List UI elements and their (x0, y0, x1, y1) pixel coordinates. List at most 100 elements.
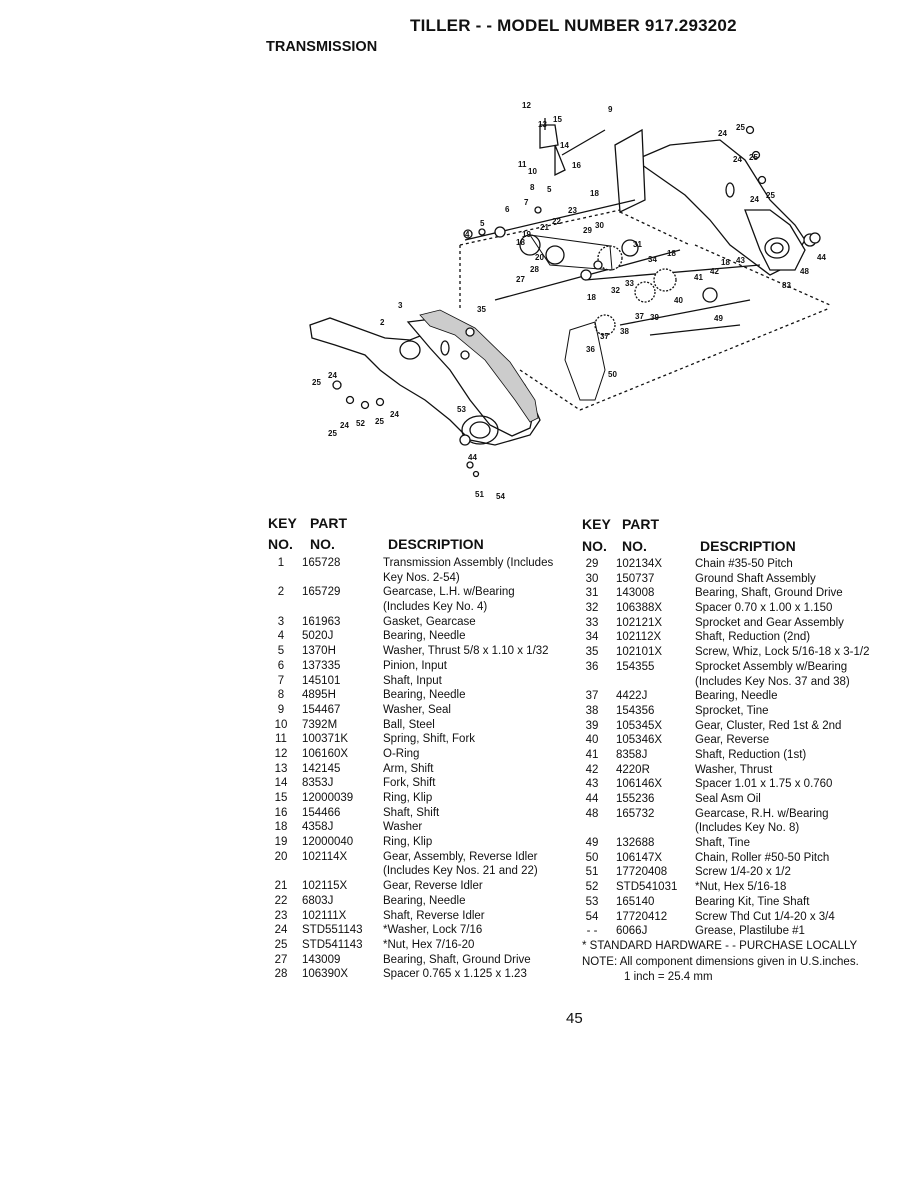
key-no: 43 (585, 778, 599, 791)
svg-text:23: 23 (568, 206, 577, 215)
part-no: 17720412 (616, 910, 668, 923)
svg-text:36: 36 (586, 345, 595, 354)
key-no: 33 (585, 616, 599, 629)
part-no: 165729 (302, 586, 341, 599)
part-description: Sprocket and Gear Assembly (695, 616, 844, 629)
part-description: Shaft, Shift (383, 806, 440, 819)
part-no: 155236 (616, 793, 655, 805)
right-no-header: NO. (582, 538, 607, 554)
key-no: 37 (585, 690, 599, 703)
part-no: 4422J (616, 690, 648, 703)
part-no: 4220R (616, 763, 650, 776)
part-description: Ground Shaft Assembly (695, 572, 816, 585)
part-description: *Nut, Hex 5/16-18 (695, 881, 787, 894)
svg-text:44: 44 (817, 253, 826, 262)
part-description: (Includes Key No. 4) (383, 601, 488, 614)
part-no: 6066J (616, 925, 648, 938)
part-description: O-Ring (383, 747, 420, 760)
key-no: 51 (585, 866, 599, 879)
key-no: 44 (585, 793, 599, 805)
left-no-header: NO. (268, 536, 293, 552)
key-no: 10 (274, 718, 288, 731)
part-no: 5020J (302, 630, 334, 643)
right-key-header: KEY (582, 516, 611, 532)
conversion-note: 1 inch = 25.4 mm (624, 971, 713, 983)
left-part-no-header: NO. (310, 536, 335, 552)
part-description: Shaft, Reduction (1st) (695, 748, 807, 761)
part-no: 143009 (302, 953, 341, 966)
right-description-header: DESCRIPTION (700, 538, 796, 554)
svg-text:29: 29 (583, 226, 592, 235)
svg-text:25: 25 (766, 191, 775, 200)
part-description: Pinion, Input (383, 659, 447, 672)
part-description: Bearing, Shaft, Ground Drive (383, 953, 531, 966)
part-description: Washer (383, 821, 423, 834)
key-no: 49 (585, 837, 599, 850)
svg-text:39: 39 (650, 313, 659, 322)
svg-text:33: 33 (625, 279, 634, 288)
part-no: 165140 (616, 895, 655, 908)
key-no: 29 (585, 558, 599, 570)
svg-text:43: 43 (736, 256, 745, 265)
table-row: (Includes Key No. 8) (582, 821, 902, 836)
key-no: 7 (277, 674, 285, 687)
key-no: 53 (585, 895, 599, 908)
key-no: 9 (277, 703, 285, 716)
svg-text:18: 18 (721, 258, 730, 267)
key-no: 23 (274, 909, 288, 922)
part-no: 4358J (302, 821, 334, 834)
part-no: 8353J (302, 777, 334, 790)
part-no: 154466 (302, 806, 341, 819)
part-no: 106388X (616, 602, 663, 615)
svg-text:83: 83 (782, 281, 791, 290)
svg-text:25: 25 (749, 153, 758, 162)
key-no: 21 (274, 880, 288, 893)
part-description: Shaft, Reduction (2nd) (695, 631, 811, 644)
svg-text:18: 18 (587, 293, 596, 302)
part-no: 106390X (302, 968, 349, 981)
svg-text:25: 25 (375, 417, 384, 426)
key-no: 18 (274, 821, 288, 834)
part-no: 8358J (616, 748, 648, 761)
svg-text:24: 24 (340, 421, 349, 430)
part-no: 137335 (302, 659, 341, 672)
part-description: (Includes Key Nos. 21 and 22) (383, 865, 538, 878)
part-no: 165732 (616, 807, 655, 820)
key-no: 39 (585, 719, 599, 732)
part-description: Sprocket, Tine (695, 704, 769, 717)
svg-text:25: 25 (736, 123, 745, 132)
part-description: Ring, Klip (383, 792, 433, 804)
page-title: TILLER - - MODEL NUMBER 917.293202 (410, 16, 737, 35)
svg-text:35: 35 (477, 305, 486, 314)
svg-text:34: 34 (648, 255, 657, 264)
section-heading: TRANSMISSION (266, 39, 378, 55)
part-description: Gasket, Gearcase (383, 615, 476, 628)
key-no: 25 (274, 938, 288, 951)
part-no: 143008 (616, 587, 655, 600)
key-no: 14 (274, 777, 288, 790)
part-description: Shaft, Reverse Idler (383, 909, 485, 922)
svg-text:50: 50 (608, 370, 617, 379)
key-no: 30 (585, 572, 599, 585)
part-description: Ball, Steel (383, 718, 435, 731)
transmission-exploded-diagram: 12 13 15 9 14 16 11 10 8 5 18 7 23 22 30… (309, 101, 831, 501)
svg-text:37: 37 (600, 332, 609, 341)
part-description: Sprocket Assembly w/Bearing (695, 660, 848, 673)
part-description: Bearing, Needle (695, 690, 778, 703)
part-no: 102111X (302, 909, 347, 922)
svg-text:44: 44 (468, 453, 477, 462)
